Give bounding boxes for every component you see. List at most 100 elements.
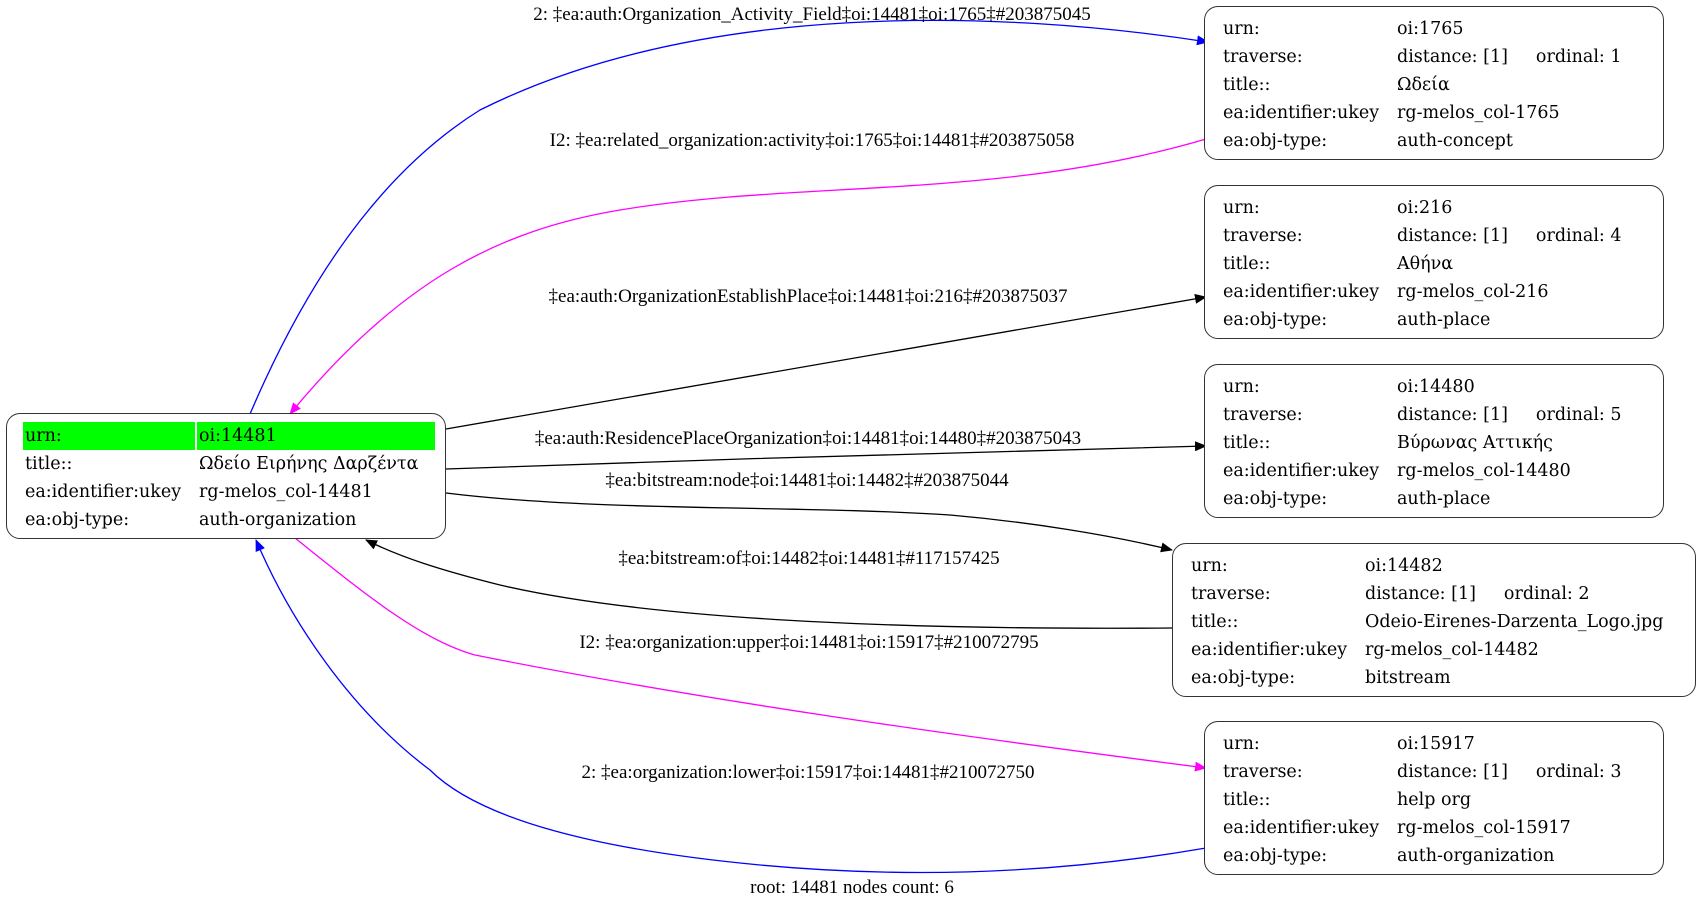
graph-node-1765[interactable]: urn: oi:1765 traverse: distance: [1]ordina…	[1204, 6, 1664, 160]
node-value: Ωδείο Ειρήνης Δαρζέντα	[199, 454, 419, 474]
node-value: oi:1765	[1397, 19, 1464, 39]
node-row: ea:identifier:ukey rg-melos_col-216	[1221, 278, 1624, 306]
graph-node-15917[interactable]: urn: oi:15917 traverse: distance: [1] ordin…	[1204, 721, 1664, 875]
ordinal: ordinal: 4	[1535, 226, 1622, 246]
node-row: ea:obj-type:auth-organization	[23, 506, 435, 534]
node-key: ea:obj-type:	[1223, 131, 1328, 151]
node-key: ea:obj-type:	[1223, 310, 1328, 330]
graph-node-root[interactable]: urn:oi:14481 title::Ωδείο Ειρήνης Δαρζέν…	[6, 413, 446, 539]
node-key: ea:identifier:ukey	[1223, 282, 1380, 302]
node-key: urn:	[1223, 19, 1260, 39]
edge-label: ‡ea:bitstream:node‡oi:14481‡oi:14482‡#20…	[605, 470, 1009, 491]
node-value: distance: [1] ordinal: 5	[1395, 401, 1624, 429]
node-key: ea:identifier:ukey	[1191, 640, 1348, 660]
node-value: help org	[1397, 790, 1472, 810]
node-value: rg-melos_col-216	[1397, 282, 1549, 302]
node-key: traverse:	[1223, 226, 1303, 246]
node-row: title::Odeio-Eirenes-Darzenta_Logo.jpg	[1189, 608, 1665, 636]
node-key: ea:obj-type:	[25, 510, 130, 530]
node-value: auth-place	[1397, 489, 1491, 509]
node-key: traverse:	[1223, 47, 1303, 67]
node-value: rg-melos_col-14480	[1397, 461, 1571, 481]
node-value: rg-melos_col-15917	[1397, 818, 1571, 838]
node-key: traverse:	[1191, 584, 1271, 604]
node-value: Αθήνα	[1397, 254, 1454, 274]
node-value: oi:14480	[1397, 377, 1475, 397]
node-value: distance: [1] ordinal: 4	[1395, 222, 1624, 250]
node-value: bitstream	[1365, 668, 1451, 688]
node-key: urn:	[1223, 377, 1260, 397]
graph-node-14482[interactable]: urn: oi:14482 traverse: distance: [1] ordin…	[1172, 543, 1696, 697]
distance: distance: [1]	[1397, 405, 1508, 425]
node-value: Odeio-Eirenes-Darzenta_Logo.jpg	[1365, 612, 1664, 632]
node-row: ea:identifier:ukey rg-melos_col-14482	[1189, 636, 1665, 664]
node-value: Βύρωνας Αττικής	[1397, 433, 1553, 453]
graph-node-14480[interactable]: urn: oi:14480 traverse: distance: [1] ordin…	[1204, 364, 1664, 518]
node-key: urn:	[1191, 556, 1228, 576]
node-row: traverse: distance: [1] ordinal: 4	[1221, 222, 1624, 250]
edge-bitstream-node	[445, 492, 1173, 553]
node-key: ea:obj-type:	[1191, 668, 1296, 688]
node-key: title::	[1223, 254, 1271, 274]
node-value: distance: [1] ordinal: 3	[1395, 758, 1624, 786]
ordinal: ordinal: 3	[1535, 762, 1622, 782]
node-key: urn:	[1223, 198, 1260, 218]
node-value: distance: [1] ordinal: 2	[1363, 580, 1665, 608]
node-row: urn: oi:1765	[1221, 15, 1624, 43]
node-key: traverse:	[1223, 762, 1303, 782]
node-row: ea:obj-type: auth-place	[1221, 306, 1624, 334]
edge-label: 2: ‡ea:auth:Organization_Activity_Field‡…	[533, 4, 1091, 25]
node-key: ea:obj-type:	[1223, 846, 1328, 866]
node-row: ea:obj-type:auth-concept	[1221, 127, 1624, 155]
node-value: Ωδεία	[1397, 75, 1450, 95]
node-key: title::	[25, 454, 73, 474]
distance: distance: [1]	[1365, 584, 1476, 604]
node-row: title::Βύρωνας Αττικής	[1221, 429, 1624, 457]
ordinal: ordinal: 2	[1503, 584, 1590, 604]
edge-label: I2: ‡ea:related_organization:activity‡oi…	[549, 130, 1075, 151]
graph-node-216[interactable]: urn:oi:216 traverse: distance: [1] ordinal…	[1204, 185, 1664, 339]
node-key: urn:	[1223, 734, 1260, 754]
node-value: oi:14481	[197, 422, 435, 450]
node-row: urn: oi:14482	[1189, 552, 1665, 580]
node-value: rg-melos_col-14482	[1365, 640, 1539, 660]
node-row: traverse: distance: [1] ordinal: 5	[1221, 401, 1624, 429]
node-row: traverse: distance: [1] ordinal: 2	[1189, 580, 1665, 608]
node-row: ea:identifier:ukey rg-melos_col-15917	[1221, 814, 1624, 842]
edge-label: ‡ea:bitstream:of‡oi:14482‡oi:14481‡#1171…	[618, 548, 1000, 569]
edge-establish-place	[445, 293, 1207, 430]
edge-label: ‡ea:auth:OrganizationEstablishPlace‡oi:1…	[548, 286, 1068, 307]
node-key: title::	[1223, 790, 1271, 810]
edge-organization-lower	[255, 539, 1207, 874]
node-row: title::help org	[1221, 786, 1624, 814]
edge-label: 2: ‡ea:organization:lower‡oi:15917‡oi:14…	[581, 762, 1035, 783]
distance: distance: [1]	[1397, 226, 1508, 246]
node-value: auth-place	[1397, 310, 1491, 330]
node-key: urn:	[23, 422, 195, 450]
node-key: traverse:	[1223, 405, 1303, 425]
node-value: auth-organization	[1397, 846, 1555, 866]
node-row: urn:oi:216	[1221, 194, 1624, 222]
node-row: urn:oi:14481	[23, 422, 435, 450]
node-value: oi:14482	[1365, 556, 1443, 576]
node-value: distance: [1]ordinal: 1	[1395, 43, 1624, 71]
node-row: title::Ωδεία	[1221, 71, 1624, 99]
distance: distance: [1]	[1397, 762, 1508, 782]
ordinal: ordinal: 1	[1535, 47, 1622, 67]
node-key: ea:identifier:ukey	[1223, 818, 1380, 838]
node-key: ea:obj-type:	[1223, 489, 1328, 509]
node-row: title::Αθήνα	[1221, 250, 1624, 278]
edge-label: I2: ‡ea:organization:upper‡oi:14481‡oi:1…	[579, 632, 1039, 653]
edge-label: ‡ea:auth:ResidencePlaceOrganization‡oi:1…	[534, 428, 1082, 449]
node-value: oi:15917	[1397, 734, 1475, 754]
node-row: traverse: distance: [1] ordinal: 3	[1221, 758, 1624, 786]
node-key: title::	[1191, 612, 1239, 632]
ordinal: ordinal: 5	[1535, 405, 1622, 425]
node-row: ea:obj-type: auth-organization	[1221, 842, 1624, 870]
edge-bitstream-of	[365, 539, 1173, 629]
node-row: ea:obj-type: auth-place	[1221, 485, 1624, 513]
